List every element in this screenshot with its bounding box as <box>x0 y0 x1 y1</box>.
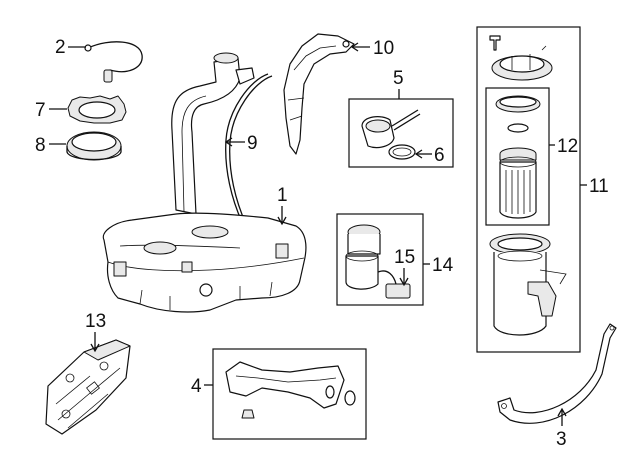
box-bracket <box>212 348 367 440</box>
callout-10: 10 <box>350 38 394 59</box>
svg-text:12: 12 <box>557 136 578 157</box>
part-6-o-ring <box>388 144 416 160</box>
callout-1: 1 <box>277 185 288 226</box>
part-11-fuel-pump-assembly <box>489 35 567 336</box>
part-5-vent-valve <box>361 109 421 149</box>
svg-text:1: 1 <box>277 185 288 206</box>
part-7-lock-ring <box>67 95 127 124</box>
callout-8: 8 <box>35 135 66 156</box>
part-2-wire-harness <box>84 41 143 83</box>
callout-6: 6 <box>414 145 445 166</box>
part-14-pump-module <box>345 224 381 290</box>
callout-11: 11 <box>580 176 609 197</box>
svg-text:13: 13 <box>85 311 106 332</box>
svg-text:15: 15 <box>394 247 415 268</box>
svg-text:14: 14 <box>432 255 454 276</box>
part-3-tank-strap <box>497 323 617 424</box>
part-13-control-module <box>45 339 131 435</box>
callout-13: 13 <box>85 311 106 353</box>
box-fuel-pump-assembly <box>476 26 581 353</box>
callout-14: 14 <box>423 255 454 276</box>
svg-text:11: 11 <box>589 176 609 197</box>
callout-7: 7 <box>35 100 67 121</box>
callout-15: 15 <box>394 247 415 287</box>
svg-text:10: 10 <box>373 38 394 59</box>
svg-text:5: 5 <box>393 68 404 89</box>
box-filter-kit <box>485 87 550 226</box>
callout-5: 5 <box>393 68 404 99</box>
svg-text:2: 2 <box>55 37 66 58</box>
callout-2: 2 <box>55 37 86 58</box>
callout-12: 12 <box>549 136 578 157</box>
part-15-sender <box>377 270 411 299</box>
callout-3: 3 <box>556 407 567 450</box>
part-12-filter-kit <box>495 95 541 219</box>
svg-text:4: 4 <box>191 376 202 397</box>
svg-text:7: 7 <box>35 100 46 121</box>
part-4-bracket <box>225 361 356 419</box>
svg-text:6: 6 <box>434 145 445 166</box>
callout-4: 4 <box>191 376 213 397</box>
part-10-heat-shield <box>283 33 355 155</box>
callout-9: 9 <box>224 133 258 154</box>
svg-text:9: 9 <box>247 133 258 154</box>
box-valve-assembly <box>348 98 454 168</box>
svg-text:8: 8 <box>35 135 46 156</box>
box-pump-module <box>336 213 424 306</box>
part-8-seal <box>66 131 122 161</box>
part-1-fuel-tank <box>102 52 307 313</box>
svg-text:3: 3 <box>556 429 567 450</box>
